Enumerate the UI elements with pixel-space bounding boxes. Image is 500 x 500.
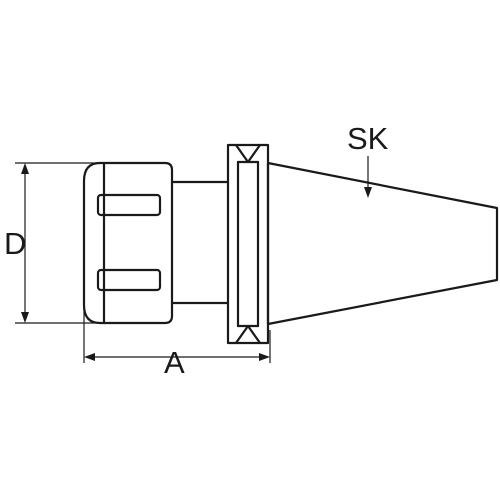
sk-leader	[364, 156, 372, 198]
collet-nut	[82, 161, 174, 325]
taper-shank	[266, 161, 499, 326]
dimension-d-label: D	[4, 226, 26, 261]
neck	[170, 180, 230, 305]
dimension-a-label: A	[164, 345, 185, 380]
flange	[226, 143, 270, 345]
dimension-a	[83, 305, 271, 363]
sk-label: SK	[347, 121, 389, 156]
dimension-d	[15, 162, 100, 324]
